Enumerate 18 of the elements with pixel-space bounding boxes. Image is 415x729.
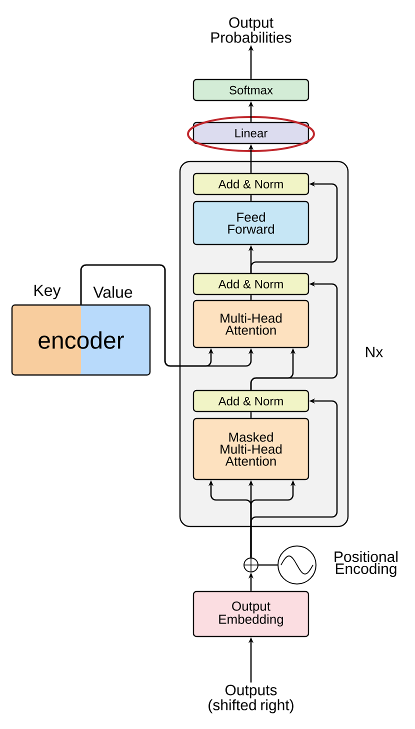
layer-box: Linear xyxy=(192,122,310,144)
layer-box: Add & Norm xyxy=(192,272,310,296)
layer-box: Multi-Head Attention xyxy=(192,300,310,348)
layer-box: Add & Norm xyxy=(192,172,310,196)
layer-box: Output Embedding xyxy=(192,590,310,638)
side-label: Value xyxy=(93,286,132,298)
layer-box: Softmax xyxy=(192,78,310,102)
adder-circle xyxy=(244,558,258,572)
layer-box: Masked Multi-Head Attention xyxy=(192,418,310,480)
side-label: Key xyxy=(34,284,61,300)
output-label: Output Probabilities xyxy=(211,17,292,43)
layer-box: Add & Norm xyxy=(192,390,310,412)
side-label: Nx xyxy=(366,346,383,358)
encoder-box: encoder xyxy=(11,304,151,376)
sine-wave-circle xyxy=(278,546,316,584)
side-label: Positional Encoding xyxy=(334,551,398,577)
input-label: Outputs (shifted right) xyxy=(208,684,294,714)
layer-box: Feed Forward xyxy=(192,200,310,246)
